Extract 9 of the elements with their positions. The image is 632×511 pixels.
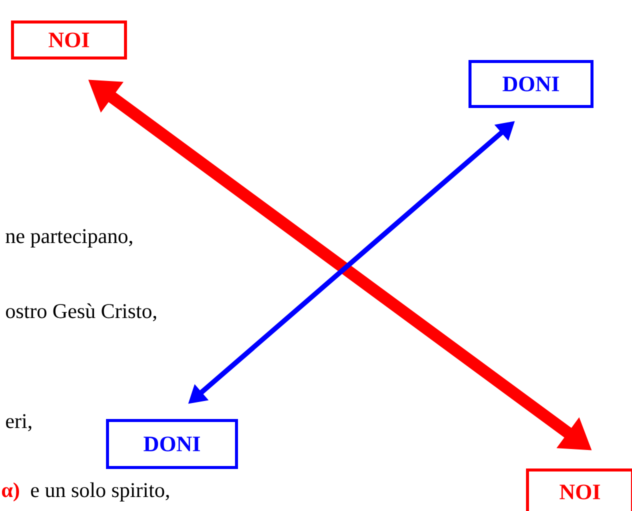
label-box: NOI xyxy=(526,468,632,511)
text-line: ne partecipano, xyxy=(6,229,132,248)
text-line: e un solo spirito, xyxy=(31,482,169,502)
text-line: α) xyxy=(2,482,19,502)
label-box: DONI xyxy=(106,419,238,469)
label-box: NOI xyxy=(11,20,127,60)
text-line: eri, xyxy=(6,414,32,432)
text-line: ostro Gesù Cristo, xyxy=(6,303,156,322)
label-box: DONI xyxy=(468,60,594,108)
